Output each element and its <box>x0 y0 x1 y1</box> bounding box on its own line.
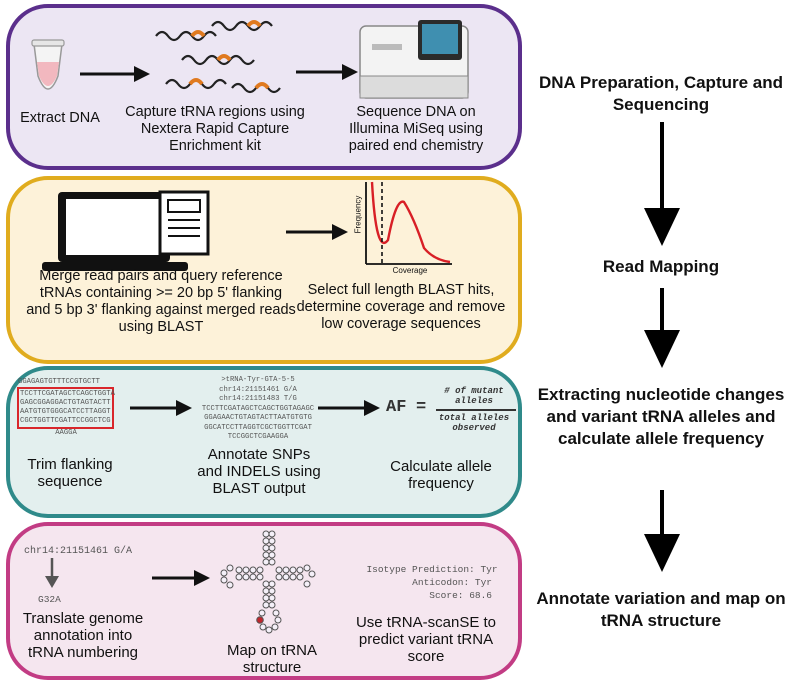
isotype-prediction: Isotype Prediction: Tyr <box>366 564 498 575</box>
arrow-right-icon <box>152 570 210 586</box>
coverage-plot <box>365 181 452 265</box>
translate-label: Translate genome annotation into tRNA nu… <box>22 610 144 661</box>
arrow-down-icon <box>45 558 59 588</box>
blast-output-block: >tRNA-Tyr-GTA-5-5 chr14:21151461 G/A chr… <box>188 376 328 443</box>
tube-icon <box>31 39 65 90</box>
sequence-line: GGAGAGTGTTTCCGTGCTT <box>18 378 100 386</box>
arrow-down-icon <box>644 490 680 572</box>
step-extracting-nucleotide-changes: Extracting nucleotide changes and varian… <box>537 385 785 448</box>
sequence-block: GGAGAGTGTTTCCGTGCTT TCCTTCGATAGCTCAGCTGG… <box>17 378 115 438</box>
arrow-right-icon <box>80 66 150 82</box>
af-numerator: # of mutant alleles <box>444 386 504 406</box>
arrow-down-icon <box>644 288 680 368</box>
blast-line: GGCATCCTTAGGTCGCTGGTTCGAT <box>204 423 312 432</box>
anticodon: Anticodon: Tyr <box>412 577 492 588</box>
sequence-line: AATGTGTGGGCATCCTTAGGT <box>20 408 111 416</box>
blast-line: TCCGGCTCGAAGGA <box>227 433 289 441</box>
laptop-icon <box>42 192 188 271</box>
trna-score: Score: 68.6 <box>429 590 492 601</box>
select-label: Select full length BLAST hits, determine… <box>296 282 506 332</box>
af-formula: AF = # of mutant alleles total alleles o… <box>382 386 518 436</box>
genome-coordinate: chr14:21151461 G/A <box>24 546 133 557</box>
blast-line: chr14:21151483 T/G <box>219 395 297 403</box>
sequence-line: GAGCGGAGGACTGTAGTACTT <box>20 399 111 407</box>
merge-label: Merge read pairs and query reference tRN… <box>26 268 296 335</box>
trna-coordinate: G32A <box>38 594 61 605</box>
fraction-bar <box>436 409 516 411</box>
arrow-right-icon <box>286 224 348 240</box>
server-tower-icon <box>158 190 210 256</box>
sequencer-icon <box>359 20 469 99</box>
blast-line: TCCTTCGATAGCTCAGCTGGTAGAGC <box>201 404 315 413</box>
sequence-line: TCCTTCGATAGCTCAGCTGGTA <box>20 390 115 398</box>
af-symbol: AF <box>386 398 407 417</box>
map-label: Map on tRNA structure <box>226 642 318 676</box>
blast-line: >tRNA-Tyr-GTA-5-5 <box>221 376 295 384</box>
dna-strands-icon <box>155 20 281 94</box>
step-annotate-variation: Annotate variation and map on tRNA struc… <box>536 589 786 630</box>
arrow-down-icon <box>644 122 680 246</box>
panel-nucleotide-changes <box>6 366 522 518</box>
blast-line: chr14:21151461 G/A <box>219 385 297 394</box>
trna-structure-icon <box>220 530 316 634</box>
extract-dna-label: Extract DNA <box>20 110 100 126</box>
capture-label: Capture tRNA regions using Nextera Rapid… <box>125 104 305 154</box>
sequence-label: Sequence DNA on Illumina MiSeq using pai… <box>348 104 484 154</box>
blast-line: GGAGAACTGTAGTACTTAATGTGTG <box>204 414 312 422</box>
step-dna-preparation: DNA Preparation, Capture and Sequencing <box>538 73 784 114</box>
arrow-right-icon <box>318 400 380 416</box>
trim-label: Trim flanking sequence <box>27 456 113 490</box>
scan-label: Use tRNA-scanSE to predict variant tRNA … <box>355 614 497 665</box>
calculate-label: Calculate allele frequency <box>390 458 492 492</box>
annotate-label: Annotate SNPs and INDELS using BLAST out… <box>197 446 321 497</box>
af-equals: = <box>416 398 427 417</box>
af-denominator: total alleles observed <box>438 413 510 433</box>
arrow-right-icon <box>296 64 358 80</box>
plot-y-label: Frequency <box>353 195 363 234</box>
trim-highlight-box: TCCTTCGATAGCTCAGCTGGTA GAGCGGAGGACTGTAGT… <box>17 387 115 429</box>
sequence-line: CGCTGGTTCGATTCCGGCTCG <box>20 417 111 425</box>
arrow-right-icon <box>130 400 192 416</box>
sequence-line: AAGGA <box>55 429 77 437</box>
plot-x-label: Coverage <box>392 266 428 275</box>
step-read-mapping: Read Mapping <box>602 257 720 276</box>
